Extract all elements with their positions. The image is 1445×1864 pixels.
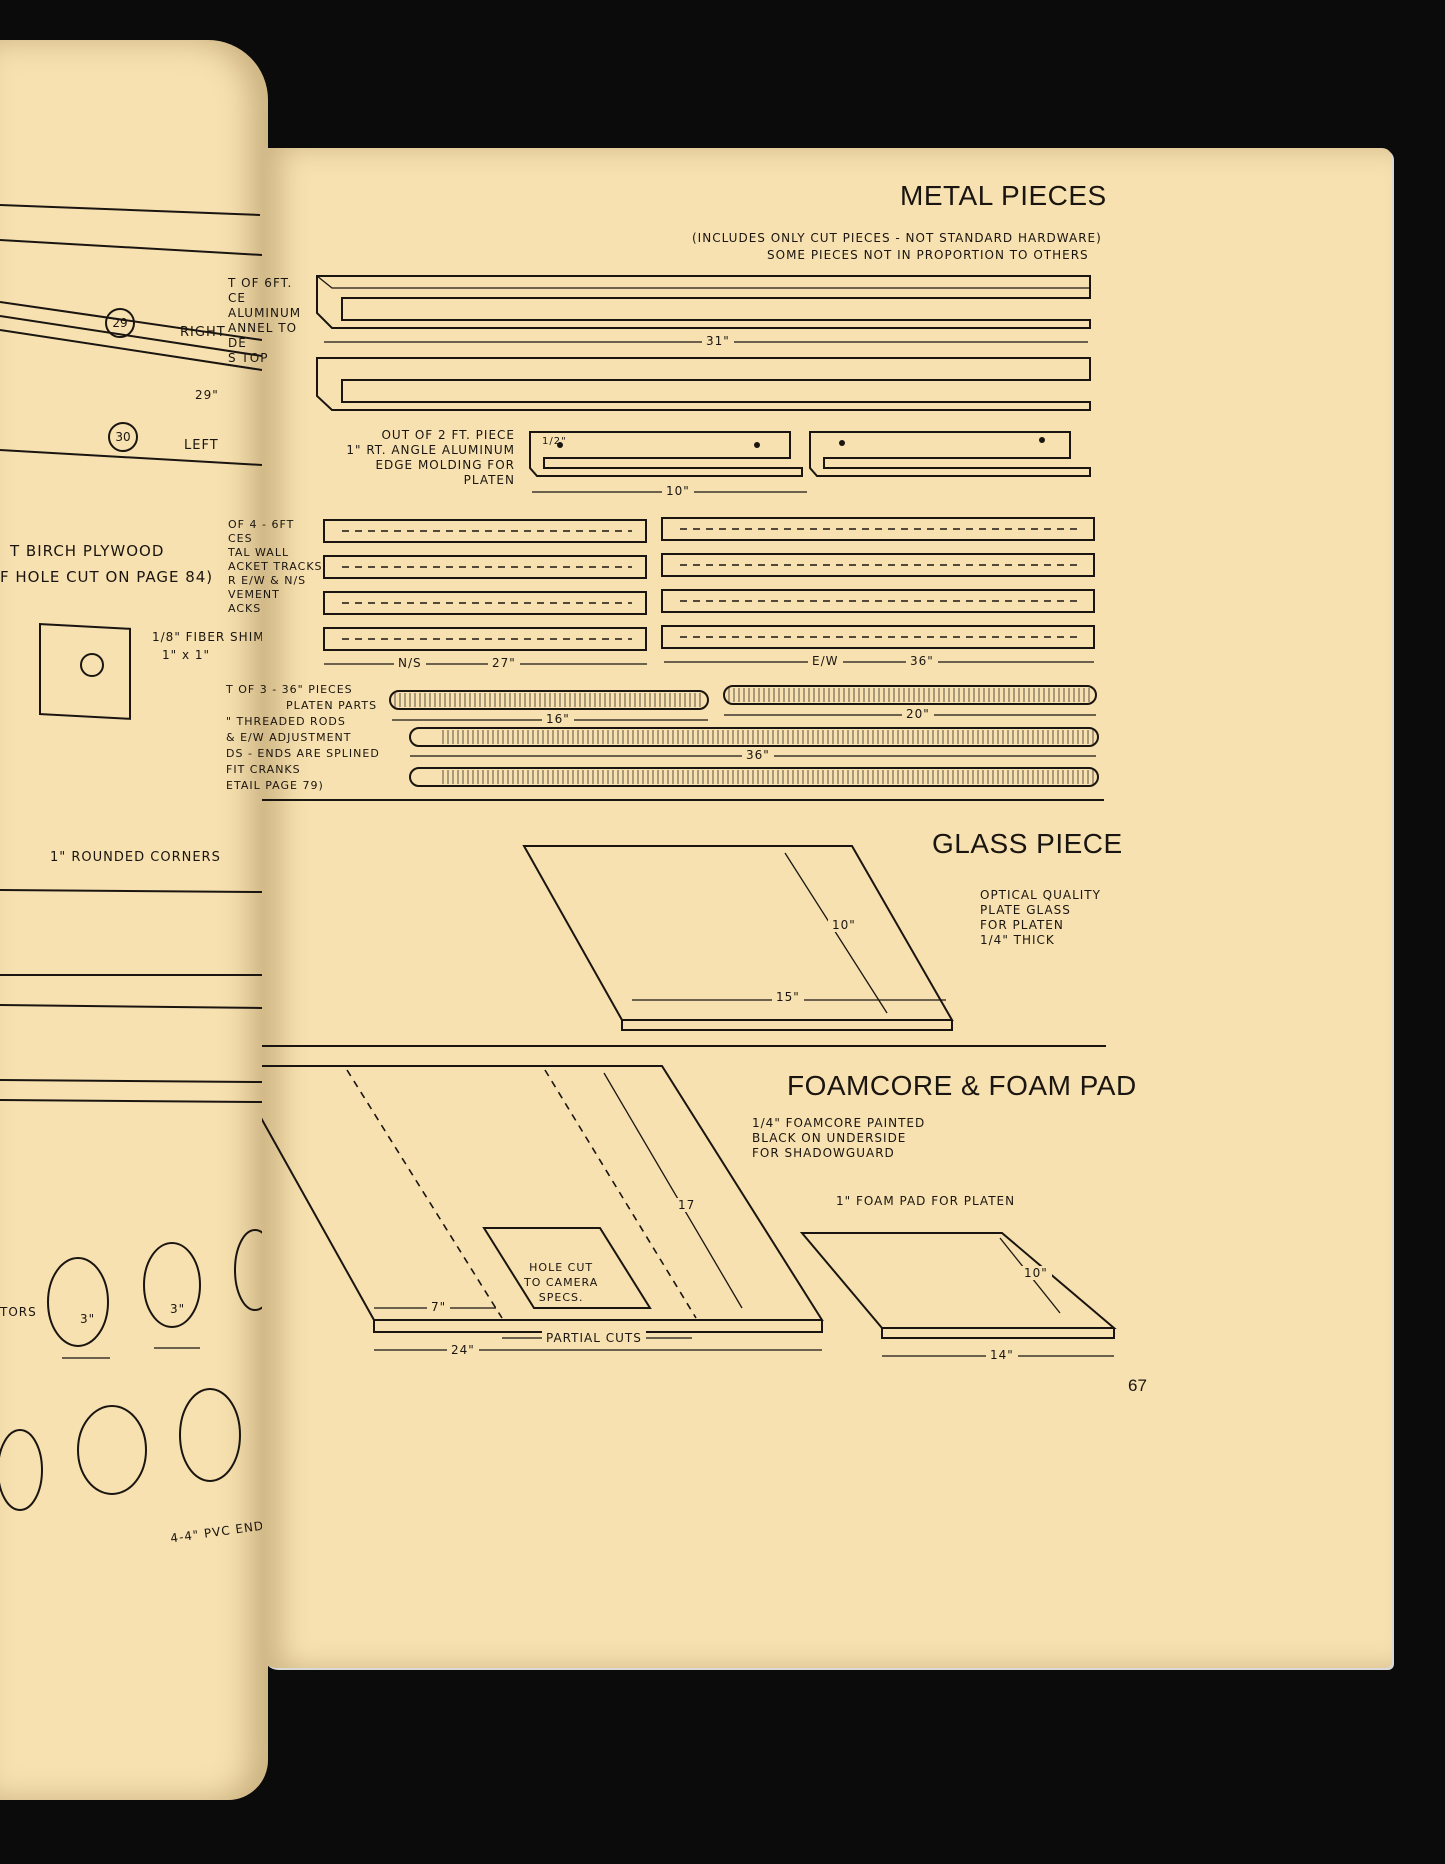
channel-note-line: T OF 6FT. <box>228 276 293 290</box>
foamcore-note-line: FOR SHADOWGUARD <box>752 1146 895 1160</box>
glass-note: OPTICAL QUALITY PLATE GLASS FOR PLATEN 1… <box>980 888 1101 948</box>
left-page: 29 RIGHT 29" 30 LEFT T BIRCH PLYWOOD F H… <box>0 40 268 1800</box>
foamcore-note-line: 1/4" FOAMCORE PAINTED <box>752 1116 926 1130</box>
channel-note-line: DE <box>228 336 247 350</box>
fiber-shim-label: 1/8" FIBER SHIM <box>152 630 265 644</box>
channel-note-line: ANNEL TO <box>228 321 298 335</box>
foam-pad-label: 1" FOAM PAD FOR PLATEN <box>836 1194 1016 1208</box>
angle-note: OUT OF 2 FT. PIECE 1" RT. ANGLE ALUMINUM… <box>340 428 515 488</box>
rod-dim-36: 36" <box>742 748 774 762</box>
track-note: OF 4 - 6FT CES TAL WALL ACKET TRACKS R E… <box>228 518 323 616</box>
rod-note-line: DS - ENDS ARE SPLINED <box>226 747 380 760</box>
metal-note-2: SOME PIECES NOT IN PROPORTION TO OTHERS <box>767 248 1089 262</box>
hole-cut-line: TO CAMERA <box>524 1276 599 1289</box>
birch-plywood-label: T BIRCH PLYWOOD <box>10 542 165 560</box>
page-number: 67 <box>1128 1376 1147 1395</box>
metal-pieces-title: METAL PIECES <box>900 180 1107 211</box>
hole-cut-note: F HOLE CUT ON PAGE 84) <box>0 568 214 586</box>
ns-label: N/S <box>394 656 426 670</box>
foamcore-dim-17: 17 <box>674 1198 700 1212</box>
connectors-label: TORS <box>0 1305 37 1319</box>
rod-note-line: FIT CRANKS <box>226 763 301 776</box>
foamcore-note: 1/4" FOAMCORE PAINTED BLACK ON UNDERSIDE… <box>752 1116 925 1161</box>
part-29-dim: 29" <box>195 388 219 402</box>
glass-note-line: OPTICAL QUALITY <box>980 888 1101 902</box>
foamcore-title: FOAMCORE & FOAM PAD <box>787 1070 1137 1101</box>
foamcore-note-line: BLACK ON UNDERSIDE <box>752 1131 907 1145</box>
right-page-drawing <box>262 275 1117 1357</box>
rounded-corners-label: 1" ROUNDED CORNERS <box>50 850 221 865</box>
partial-cuts-label: PARTIAL CUTS <box>542 1331 646 1345</box>
pvc-dim-b: 3" <box>170 1302 186 1316</box>
channel-note-line: ALUMINUM <box>228 306 302 320</box>
track-note-line: CES <box>228 532 253 545</box>
track-note-line: R E/W & N/S <box>228 574 307 587</box>
rod-note-line: T OF 3 - 36" PIECES <box>226 683 353 696</box>
channel-note-line: CE <box>228 291 246 305</box>
foam-pad-width-dim: 14" <box>986 1348 1018 1362</box>
angle-hole-dim: 1/2" <box>542 436 567 447</box>
part-29-badge: 29 <box>105 308 135 338</box>
rod-note-line: ETAIL PAGE 79) <box>226 779 324 792</box>
channel-dim: 31" <box>702 334 734 348</box>
hole-cut-line: SPECS. <box>538 1291 584 1304</box>
angle-dim: 10" <box>662 484 694 498</box>
channel-note-line: S TOP <box>228 351 269 365</box>
rod-note-line: PLATEN PARTS <box>286 699 378 712</box>
track-note-line: TAL WALL <box>228 546 290 559</box>
glass-note-line: PLATE GLASS <box>980 903 1071 917</box>
angle-note-line: EDGE MOLDING FOR <box>375 458 515 472</box>
angle-note-line: OUT OF 2 FT. PIECE <box>381 428 515 442</box>
angle-note-line: 1" RT. ANGLE ALUMINUM <box>346 443 515 457</box>
glass-width-dim: 15" <box>772 990 804 1004</box>
rod-dim-20: 20" <box>902 707 934 721</box>
track-note-line: ACKS <box>228 602 262 615</box>
glass-depth-dim: 10" <box>828 918 860 932</box>
track-note-line: ACKET TRACKS <box>228 560 323 573</box>
hole-cut-line: HOLE CUT <box>529 1261 594 1274</box>
angle-note-line: PLATEN <box>463 473 515 487</box>
ew-label: E/W <box>808 654 843 668</box>
part-29-label: RIGHT <box>180 325 226 340</box>
rod-note: T OF 3 - 36" PIECES PLATEN PARTS " THREA… <box>226 682 380 794</box>
fiber-shim-size: 1" x 1" <box>162 648 211 662</box>
pvc-dim-a: 3" <box>80 1312 96 1326</box>
glass-note-line: FOR PLATEN <box>980 918 1064 932</box>
track-note-line: OF 4 - 6FT <box>228 518 295 531</box>
part-30-label: LEFT <box>184 438 219 453</box>
rod-note-line: " THREADED RODS <box>226 715 346 728</box>
rod-note-line: & E/W ADJUSTMENT <box>226 731 352 744</box>
track-note-line: VEMENT <box>228 588 280 601</box>
ew-dim: 36" <box>906 654 938 668</box>
hole-cut-label: HOLE CUT TO CAMERA SPECS. <box>524 1260 598 1305</box>
glass-note-line: 1/4" THICK <box>980 933 1055 947</box>
metal-note-1: (INCLUDES ONLY CUT PIECES - NOT STANDARD… <box>692 231 1102 245</box>
glass-piece-title: GLASS PIECE <box>932 828 1123 859</box>
foam-pad-depth-dim: 10" <box>1020 1266 1052 1280</box>
foamcore-dim-24: 24" <box>447 1343 479 1357</box>
rod-dim-16: 16" <box>542 712 574 726</box>
ns-dim: 27" <box>488 656 520 670</box>
right-page: METAL PIECES (INCLUDES ONLY CUT PIECES -… <box>226 148 1392 1668</box>
channel-note: T OF 6FT. CE ALUMINUM ANNEL TO DE S TOP <box>228 276 301 366</box>
foamcore-dim-7: 7" <box>427 1300 451 1314</box>
part-30-badge: 30 <box>108 422 138 452</box>
